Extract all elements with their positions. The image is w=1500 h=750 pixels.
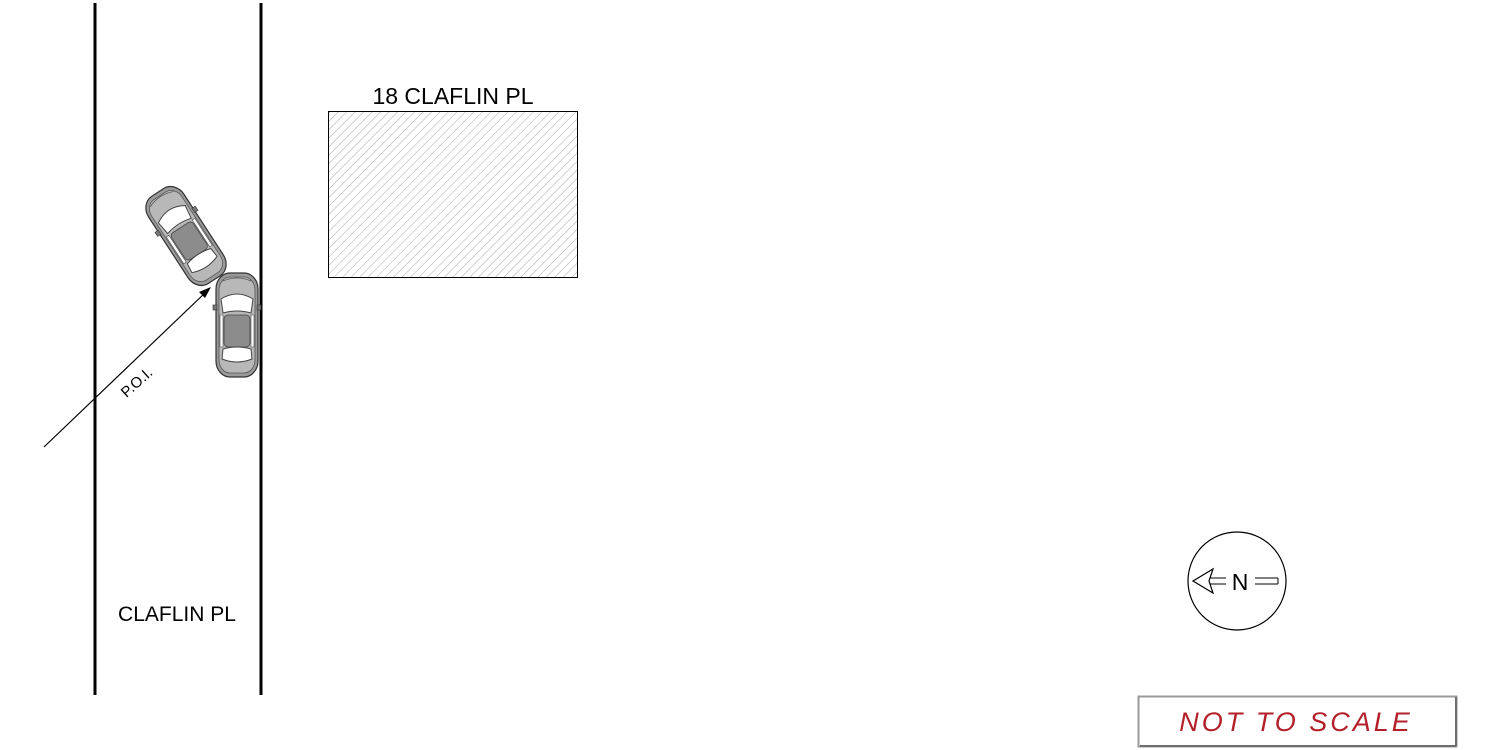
scale-note-box (1137, 695, 1458, 748)
building-label: 18 CLAFLIN PL (372, 83, 533, 109)
north-arrow-icon (1187, 531, 1287, 631)
poi-label: P.O.I. (118, 364, 156, 401)
north-label: N (1232, 569, 1249, 595)
building-footprint (328, 111, 578, 278)
vehicle-icon (136, 178, 236, 294)
scale-note-text: NOT TO SCALE (1179, 707, 1413, 737)
vehicle-icon (212, 272, 262, 378)
street-label: CLAFLIN PL (118, 603, 236, 626)
poi-arrow-icon (43, 287, 211, 448)
